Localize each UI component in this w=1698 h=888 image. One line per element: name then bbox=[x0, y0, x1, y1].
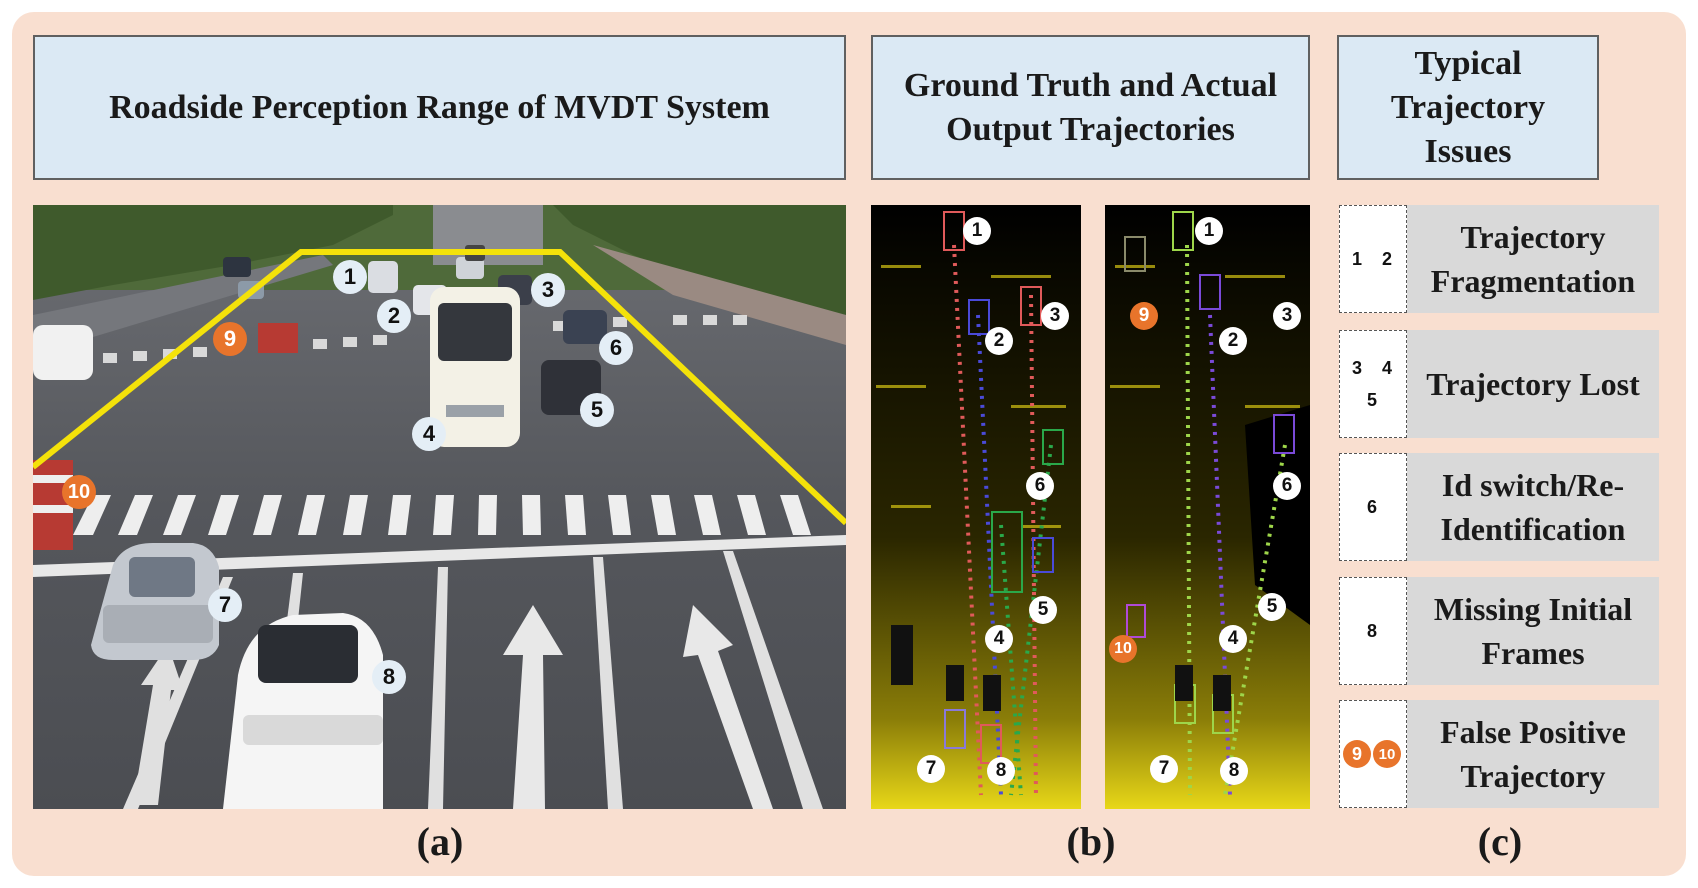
gt-badge-6: 6 bbox=[1026, 472, 1054, 500]
issue-5-line1: False Positive bbox=[1440, 714, 1626, 750]
out-badge-9: 9 bbox=[1130, 302, 1158, 330]
header-panel-c: Typical Trajectory Issues bbox=[1337, 35, 1599, 180]
issue-badge-4: 4 bbox=[1373, 354, 1401, 382]
header-b-line1: Ground Truth and Actual bbox=[903, 66, 1278, 104]
caption-a: (a) bbox=[416, 819, 464, 864]
header-a-text: Roadside Perception Range of MVDT System bbox=[109, 88, 770, 126]
header-c-line2: Issues bbox=[1424, 132, 1512, 170]
header-panel-b: Ground Truth and Actual Output Trajector… bbox=[871, 35, 1310, 180]
out-badge-4: 4 bbox=[1219, 625, 1247, 653]
gt-badge-8: 8 bbox=[987, 757, 1015, 785]
issue-badge-10: 10 bbox=[1373, 740, 1401, 768]
issue-1-line2: Fragmentation bbox=[1430, 263, 1636, 299]
issue-badge-8: 8 bbox=[1358, 617, 1386, 645]
gt-badge-7: 7 bbox=[917, 755, 945, 783]
caption-b: (b) bbox=[1066, 819, 1116, 864]
gt-badge-3: 3 bbox=[1041, 302, 1069, 330]
vehicle-badge-1: 1 bbox=[333, 260, 367, 294]
issue-4-line1: Missing Initial bbox=[1433, 591, 1633, 627]
false-positive-badge-10: 10 bbox=[62, 475, 96, 509]
roadside-scene bbox=[33, 205, 846, 809]
ground-truth-pointcloud bbox=[871, 205, 1081, 809]
issue-badge-6: 6 bbox=[1358, 493, 1386, 521]
issue-badge-3: 3 bbox=[1343, 354, 1371, 382]
out-badge-2: 2 bbox=[1219, 327, 1247, 355]
ground-truth-trajectory-view: 1 2 3 6 4 5 7 8 bbox=[871, 205, 1081, 809]
vehicle-badge-8: 8 bbox=[372, 660, 406, 694]
out-badge-8: 8 bbox=[1220, 757, 1248, 785]
vehicle-badge-2: 2 bbox=[377, 299, 411, 333]
gt-badge-4: 4 bbox=[985, 625, 1013, 653]
out-badge-10: 10 bbox=[1109, 635, 1137, 663]
vehicle-badge-7: 7 bbox=[208, 588, 242, 622]
output-pointcloud bbox=[1105, 205, 1310, 809]
out-badge-1: 1 bbox=[1195, 217, 1223, 245]
issue-2-line1: Trajectory Lost bbox=[1426, 366, 1640, 402]
issue-badge-2: 2 bbox=[1373, 245, 1401, 273]
issue-badge-1: 1 bbox=[1343, 245, 1371, 273]
vehicle-badge-4: 4 bbox=[412, 417, 446, 451]
issue-5-line2: Trajectory bbox=[1460, 758, 1606, 794]
out-badge-7: 7 bbox=[1150, 755, 1178, 783]
perception-range-outline bbox=[33, 249, 846, 526]
vehicle-badge-3: 3 bbox=[531, 273, 565, 307]
roadside-camera-image: 1 2 3 4 5 6 7 8 9 10 bbox=[33, 205, 846, 809]
issue-badge-5: 5 bbox=[1358, 386, 1386, 414]
actual-output-trajectory-view: 1 2 3 9 6 5 4 10 7 8 bbox=[1105, 205, 1310, 809]
header-c-line1: Typical Trajectory bbox=[1390, 44, 1546, 126]
out-badge-6: 6 bbox=[1273, 472, 1301, 500]
gt-badge-2: 2 bbox=[985, 327, 1013, 355]
out-badge-3: 3 bbox=[1273, 302, 1301, 330]
issue-4-line2: Frames bbox=[1481, 635, 1585, 671]
gt-badge-5: 5 bbox=[1029, 596, 1057, 624]
issue-2-ids bbox=[1339, 330, 1407, 438]
caption-c: (c) bbox=[1477, 819, 1523, 864]
false-positive-badge-9: 9 bbox=[213, 322, 247, 356]
header-panel-a: Roadside Perception Range of MVDT System bbox=[33, 35, 846, 180]
header-b-line2: Output Trajectories bbox=[946, 110, 1235, 148]
vehicle-badge-6: 6 bbox=[599, 331, 633, 365]
issue-3-line1: Id switch/Re- bbox=[1441, 467, 1625, 503]
gt-badge-1: 1 bbox=[963, 217, 991, 245]
out-badge-5: 5 bbox=[1258, 593, 1286, 621]
issue-badge-9: 9 bbox=[1343, 740, 1371, 768]
issue-3-line2: Identification bbox=[1440, 511, 1626, 547]
vehicle-badge-5: 5 bbox=[580, 393, 614, 427]
issue-1-line1: Trajectory bbox=[1460, 219, 1606, 255]
